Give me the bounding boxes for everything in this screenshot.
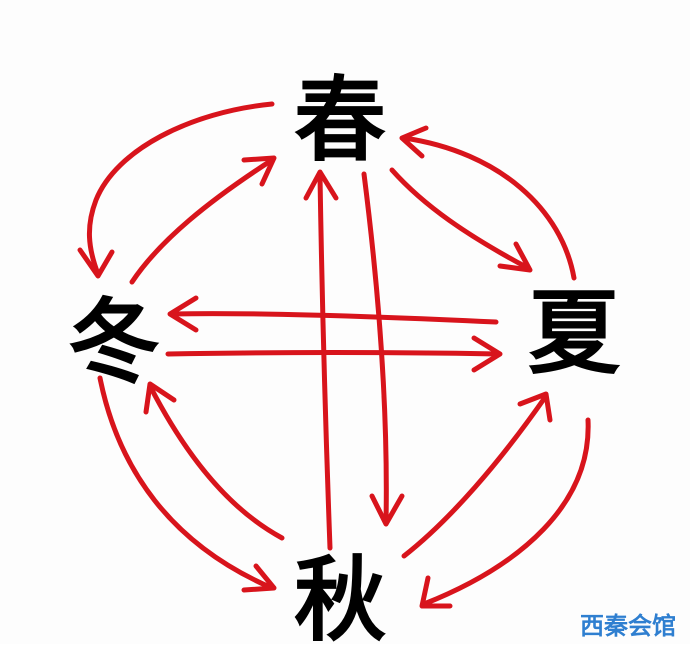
arrow-winter-to-spring-inner [129,155,277,285]
arrow-winter-to-summer [165,335,503,373]
arrow-summer-to-winter [167,295,499,333]
arrow-autumn-to-summer-inner [401,391,553,559]
winter-label: 冬 [68,289,160,396]
arrow-winter-to-autumn-outer [97,375,277,593]
arrow-summer-to-spring-outer [399,125,577,281]
summer-label: 夏 [528,280,621,387]
arrow-spring-to-winter-outer [77,101,275,279]
arrow-summer-to-autumn-outer [419,417,591,609]
spring-label: 春 [294,67,386,174]
arrow-autumn-to-winter-inner [143,381,285,541]
autumn-label: 秋 [294,547,386,644]
watermark-logo: 西秦会馆 [580,612,676,640]
arrow-autumn-to-spring [303,169,339,551]
arrow-spring-to-summer-inner [389,167,533,273]
arrow-spring-to-autumn [361,171,405,527]
